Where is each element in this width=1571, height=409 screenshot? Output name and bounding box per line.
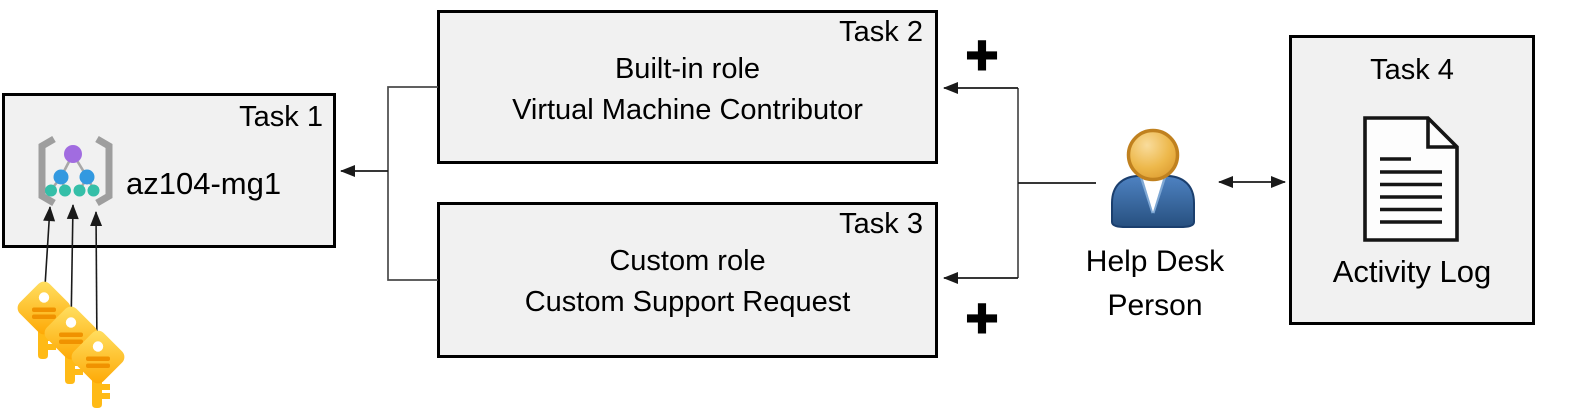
task3-box: Task 3 Custom role Custom Support Reques…	[437, 202, 938, 358]
activity-log-caption: Activity Log	[1332, 254, 1492, 289]
key-icon	[14, 278, 74, 359]
task1-box: Task 1 az104-mg1	[2, 93, 336, 248]
custom-role-name: Custom Support Request	[524, 286, 851, 318]
helpdesk-label-line1: Help Desk	[1085, 245, 1225, 278]
helpdesk-person-label: Help Desk Person	[1078, 240, 1232, 328]
builtin-role-name: Virtual Machine Contributor	[512, 94, 863, 126]
plus-sign-top: +	[965, 23, 1000, 86]
key-stack-icon	[14, 278, 128, 408]
key-icon	[41, 303, 101, 384]
builtin-role-heading: Built-in role	[614, 53, 761, 85]
task3-label: Task 3	[839, 208, 923, 240]
task2-box: Task 2 Built-in role Virtual Machine Con…	[437, 10, 938, 164]
key-icon	[68, 327, 128, 408]
custom-role-heading: Custom role	[609, 245, 766, 277]
task1-label: Task 1	[239, 101, 323, 133]
management-group-name: az104-mg1	[126, 166, 282, 201]
connector-roles-to-mg	[340, 86, 438, 281]
plus-sign-bottom: +	[965, 286, 1000, 349]
task2-label: Task 2	[839, 16, 923, 48]
task4-label: Task 4	[1370, 54, 1454, 86]
connector-helpdesk-to-roles	[943, 82, 1096, 284]
helpdesk-label-line2: Person	[1107, 289, 1203, 322]
task4-box: Task 4 Activity Log	[1289, 35, 1535, 325]
helpdesk-person-icon	[1111, 128, 1195, 228]
